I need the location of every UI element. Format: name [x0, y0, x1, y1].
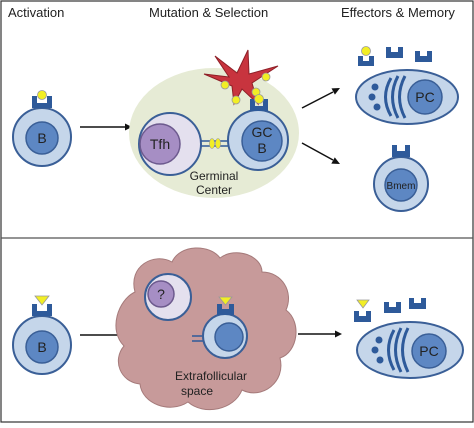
antigen-triangle — [356, 299, 370, 309]
bcr-receptor — [32, 304, 52, 316]
tfh-cell: Tfh — [138, 112, 202, 176]
germinal-center-label-line2: Center — [196, 183, 232, 197]
follicular-dendritic-cell — [203, 49, 279, 106]
bcr-receptor — [217, 304, 234, 315]
memory-b-cell-label: Bmem — [387, 181, 416, 192]
unknown-cell-label: ? — [157, 286, 165, 302]
unknown-helper-cell: ? — [144, 273, 192, 321]
top-b-cell: B — [12, 90, 72, 167]
extrafollicular-label-line1: Extrafollicular — [175, 369, 247, 383]
cell-nucleus — [241, 120, 283, 162]
antigen-dot — [231, 95, 241, 105]
antigen-triangle — [218, 296, 233, 306]
b-cell-label: B — [37, 130, 46, 146]
gc-b-label-line1: GC — [252, 124, 273, 140]
cell-nucleus — [139, 123, 181, 165]
cell-nucleus — [407, 79, 443, 115]
bcr-receptor — [392, 145, 410, 157]
header-effectors-memory: Effectors & Memory — [341, 5, 455, 20]
extrafollicular-b-cell — [202, 296, 248, 359]
arrow-extrafollicular-to-plasma-cell — [298, 330, 342, 338]
antigen-dot — [254, 94, 264, 104]
gc-b-cell: GC B — [227, 94, 289, 171]
cell-nucleus — [411, 333, 447, 369]
tfh-label: Tfh — [150, 136, 170, 152]
top-plasma-cell: PC — [355, 69, 459, 125]
plasma-cell-label: PC — [419, 343, 438, 359]
arrow-activation-to-gc — [80, 123, 132, 131]
arrow-gc-to-memory-b-cell — [301, 142, 340, 164]
bcr-receptor — [250, 99, 268, 111]
cell-nucleus — [214, 322, 244, 352]
tfh-gc-synapse — [201, 138, 229, 149]
cell-nucleus — [147, 280, 175, 308]
antigen-dot — [261, 72, 271, 82]
secreted-antibodies-top — [358, 46, 432, 66]
gc-b-label-line2: B — [257, 140, 266, 156]
bottom-plasma-cell: PC — [356, 321, 464, 379]
b-cell-label: B — [37, 339, 46, 355]
antigen-dot — [220, 80, 230, 90]
memory-b-cell: Bmem — [373, 145, 429, 212]
cell-nucleus — [384, 168, 418, 202]
antigen-triangle — [34, 295, 50, 306]
antigen-dot — [361, 46, 371, 56]
secreted-antibodies-bottom — [354, 298, 426, 322]
header-mutation-selection: Mutation & Selection — [149, 5, 268, 20]
plasma-cell-label: PC — [415, 89, 434, 105]
germinal-center-label-line1: Germinal — [190, 169, 239, 183]
cell-nucleus — [25, 121, 59, 155]
bcr-receptor — [32, 96, 52, 108]
arrow-gc-to-plasma-cell — [301, 88, 340, 109]
antigen-dot — [37, 90, 47, 100]
bottom-b-cell: B — [12, 295, 72, 375]
cell-nucleus — [25, 330, 59, 364]
header-activation: Activation — [8, 5, 64, 20]
extrafollicular-label-line2: space — [181, 384, 213, 398]
